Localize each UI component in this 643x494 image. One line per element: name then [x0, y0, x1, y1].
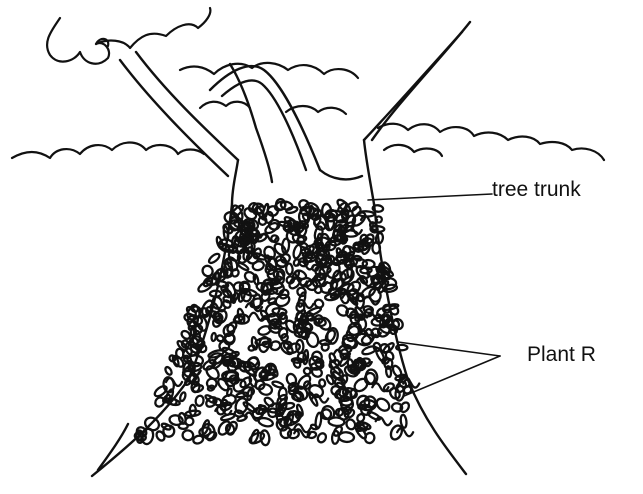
leader-line-trunk: [368, 194, 492, 200]
foliage-top-left: [47, 8, 210, 64]
foliage-right-inner: [384, 145, 442, 156]
plant-leaf: [386, 366, 392, 377]
plant-leaf: [195, 395, 205, 407]
trunk-shadow: [320, 170, 362, 179]
plant-leaf: [374, 396, 391, 413]
plant-tendril: [376, 417, 392, 425]
leader-line-plant-lower: [404, 356, 500, 396]
branches: [120, 22, 470, 204]
plant-leaf: [345, 418, 357, 431]
plant-leaf: [248, 345, 256, 352]
plant-leaf: [331, 431, 339, 444]
foliage-outline: [12, 8, 604, 160]
branch-right-inner: [364, 32, 462, 140]
trunk-upper-left: [232, 160, 238, 204]
label-plant-r: Plant R: [527, 343, 596, 367]
plant-leaf: [164, 366, 173, 376]
plant-leaf: [316, 432, 327, 444]
trunk-upper-right: [364, 140, 374, 204]
foliage-lower-left: [12, 143, 204, 159]
plant-leaf: [257, 325, 271, 336]
plant-leaf: [364, 372, 376, 385]
trunk-root-left: [98, 424, 128, 470]
plant-leaf: [182, 430, 194, 441]
foliage-lower-right: [378, 124, 604, 160]
foliage-mid-left: [200, 102, 250, 108]
plant-leaf: [286, 206, 298, 214]
plant-leaf: [391, 402, 403, 412]
trunk-right-edge: [374, 204, 466, 474]
plant-leaf: [211, 333, 216, 341]
plant-leaf: [305, 331, 320, 348]
plant-leaf: [315, 412, 322, 429]
plant-leaf: [400, 415, 407, 429]
plant-leaf: [185, 410, 200, 417]
leader-line-plant-upper: [398, 342, 500, 356]
plant-leaf: [252, 260, 265, 271]
plant-leaf: [141, 428, 155, 446]
plant-leaf: [367, 411, 381, 422]
plant-leaf: [278, 387, 287, 400]
branch-left-outer: [120, 60, 228, 176]
plant-r-cluster: [134, 198, 419, 446]
plant-leaf: [208, 252, 221, 264]
plant-leaf: [221, 394, 237, 407]
label-tree-trunk: tree trunk: [492, 178, 581, 202]
plant-leaf: [179, 392, 186, 402]
